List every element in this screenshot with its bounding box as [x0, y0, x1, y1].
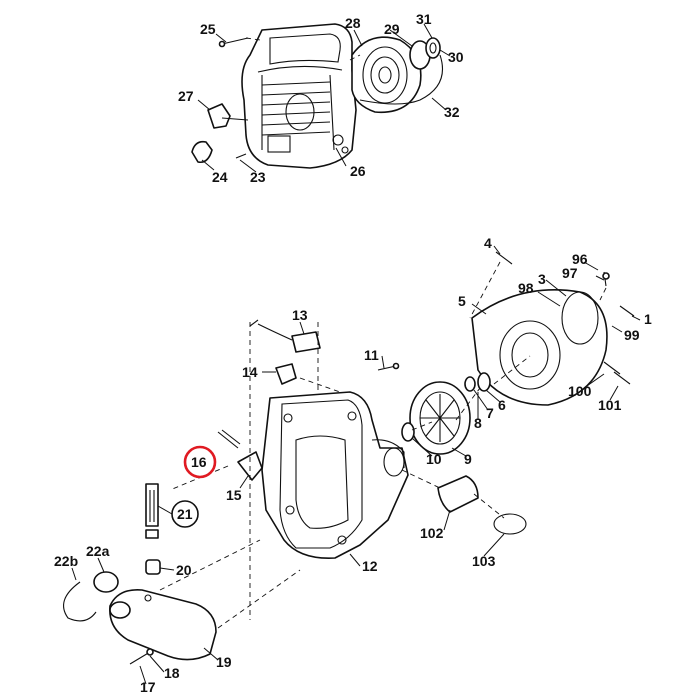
volute-cover-part-5: [471, 289, 608, 406]
starter-rope-part-32: [359, 54, 444, 105]
callout-11: 11: [364, 347, 379, 363]
switch-part-13: [291, 331, 321, 353]
spring-part-16: [217, 429, 241, 449]
main-housing-assembly: [217, 319, 409, 559]
callout-26: 26: [350, 163, 366, 179]
callout-5: 5: [458, 293, 466, 309]
callout-8: 8: [474, 415, 482, 431]
collar-part-102: [437, 475, 479, 513]
starter-grip-part-27: [207, 103, 231, 129]
callout-100: 100: [568, 383, 592, 399]
callout-9: 9: [464, 451, 472, 467]
callout-10: 10: [426, 451, 442, 467]
fan-volute-assembly: [401, 251, 635, 535]
callout-1: 1: [644, 311, 652, 327]
callout-labels: 25 28 29 31 30 27 32 24 23 26 4 96 3 97 …: [54, 11, 652, 695]
callout-27: 27: [178, 88, 194, 104]
callout-15: 15: [226, 487, 242, 503]
callout-13: 13: [292, 307, 308, 323]
callout-102: 102: [420, 525, 444, 541]
strap-part-22b: [63, 581, 97, 622]
callout-14: 14: [242, 364, 258, 380]
ring-part-98: [561, 291, 599, 345]
callout-20: 20: [176, 562, 192, 578]
callout-97: 97: [562, 265, 578, 281]
washer-part-10: [401, 422, 415, 442]
callout-101: 101: [598, 397, 622, 413]
callout-31: 31: [416, 11, 432, 27]
callout-24: 24: [212, 169, 228, 185]
housing-part-12: [261, 391, 409, 559]
callout-6: 6: [498, 397, 506, 413]
callout-96: 96: [572, 251, 588, 267]
callout-21: 21: [177, 506, 193, 522]
callout-16: 16: [191, 454, 207, 470]
callout-28: 28: [345, 15, 361, 31]
callout-19: 19: [216, 654, 232, 670]
alignment-lines: [159, 37, 607, 629]
highlight-ring-16: [183, 445, 217, 479]
clip-part-14: [275, 363, 297, 385]
callout-4: 4: [484, 235, 492, 251]
leader-lines: [71, 23, 641, 685]
callout-103: 103: [472, 553, 496, 569]
callout-17: 17: [140, 679, 156, 695]
callout-22b: 22b: [54, 553, 78, 569]
filter-part-21: [145, 483, 159, 527]
callout-3: 3: [538, 271, 546, 287]
knob-part-24: [191, 140, 213, 164]
callout-12: 12: [362, 558, 378, 574]
circle-ring-21: [171, 500, 199, 528]
callout-98: 98: [518, 280, 534, 296]
fuel-tank-assembly: [63, 483, 217, 665]
callout-29: 29: [384, 21, 400, 37]
fan-housing-part-26: [241, 23, 357, 169]
callout-18: 18: [164, 665, 180, 681]
callout-99: 99: [624, 327, 640, 343]
callout-30: 30: [448, 49, 464, 65]
callout-32: 32: [444, 104, 460, 120]
callout-25: 25: [200, 21, 216, 37]
cap-part-22a: [93, 571, 119, 593]
fuel-tank-part-19: [109, 589, 217, 661]
shroud-assembly: [191, 23, 444, 169]
callout-22a: 22a: [86, 543, 110, 559]
callout-7: 7: [486, 405, 494, 421]
grommet-part-20: [145, 559, 161, 575]
callout-23: 23: [250, 169, 266, 185]
clamp-part-103: [493, 513, 527, 535]
